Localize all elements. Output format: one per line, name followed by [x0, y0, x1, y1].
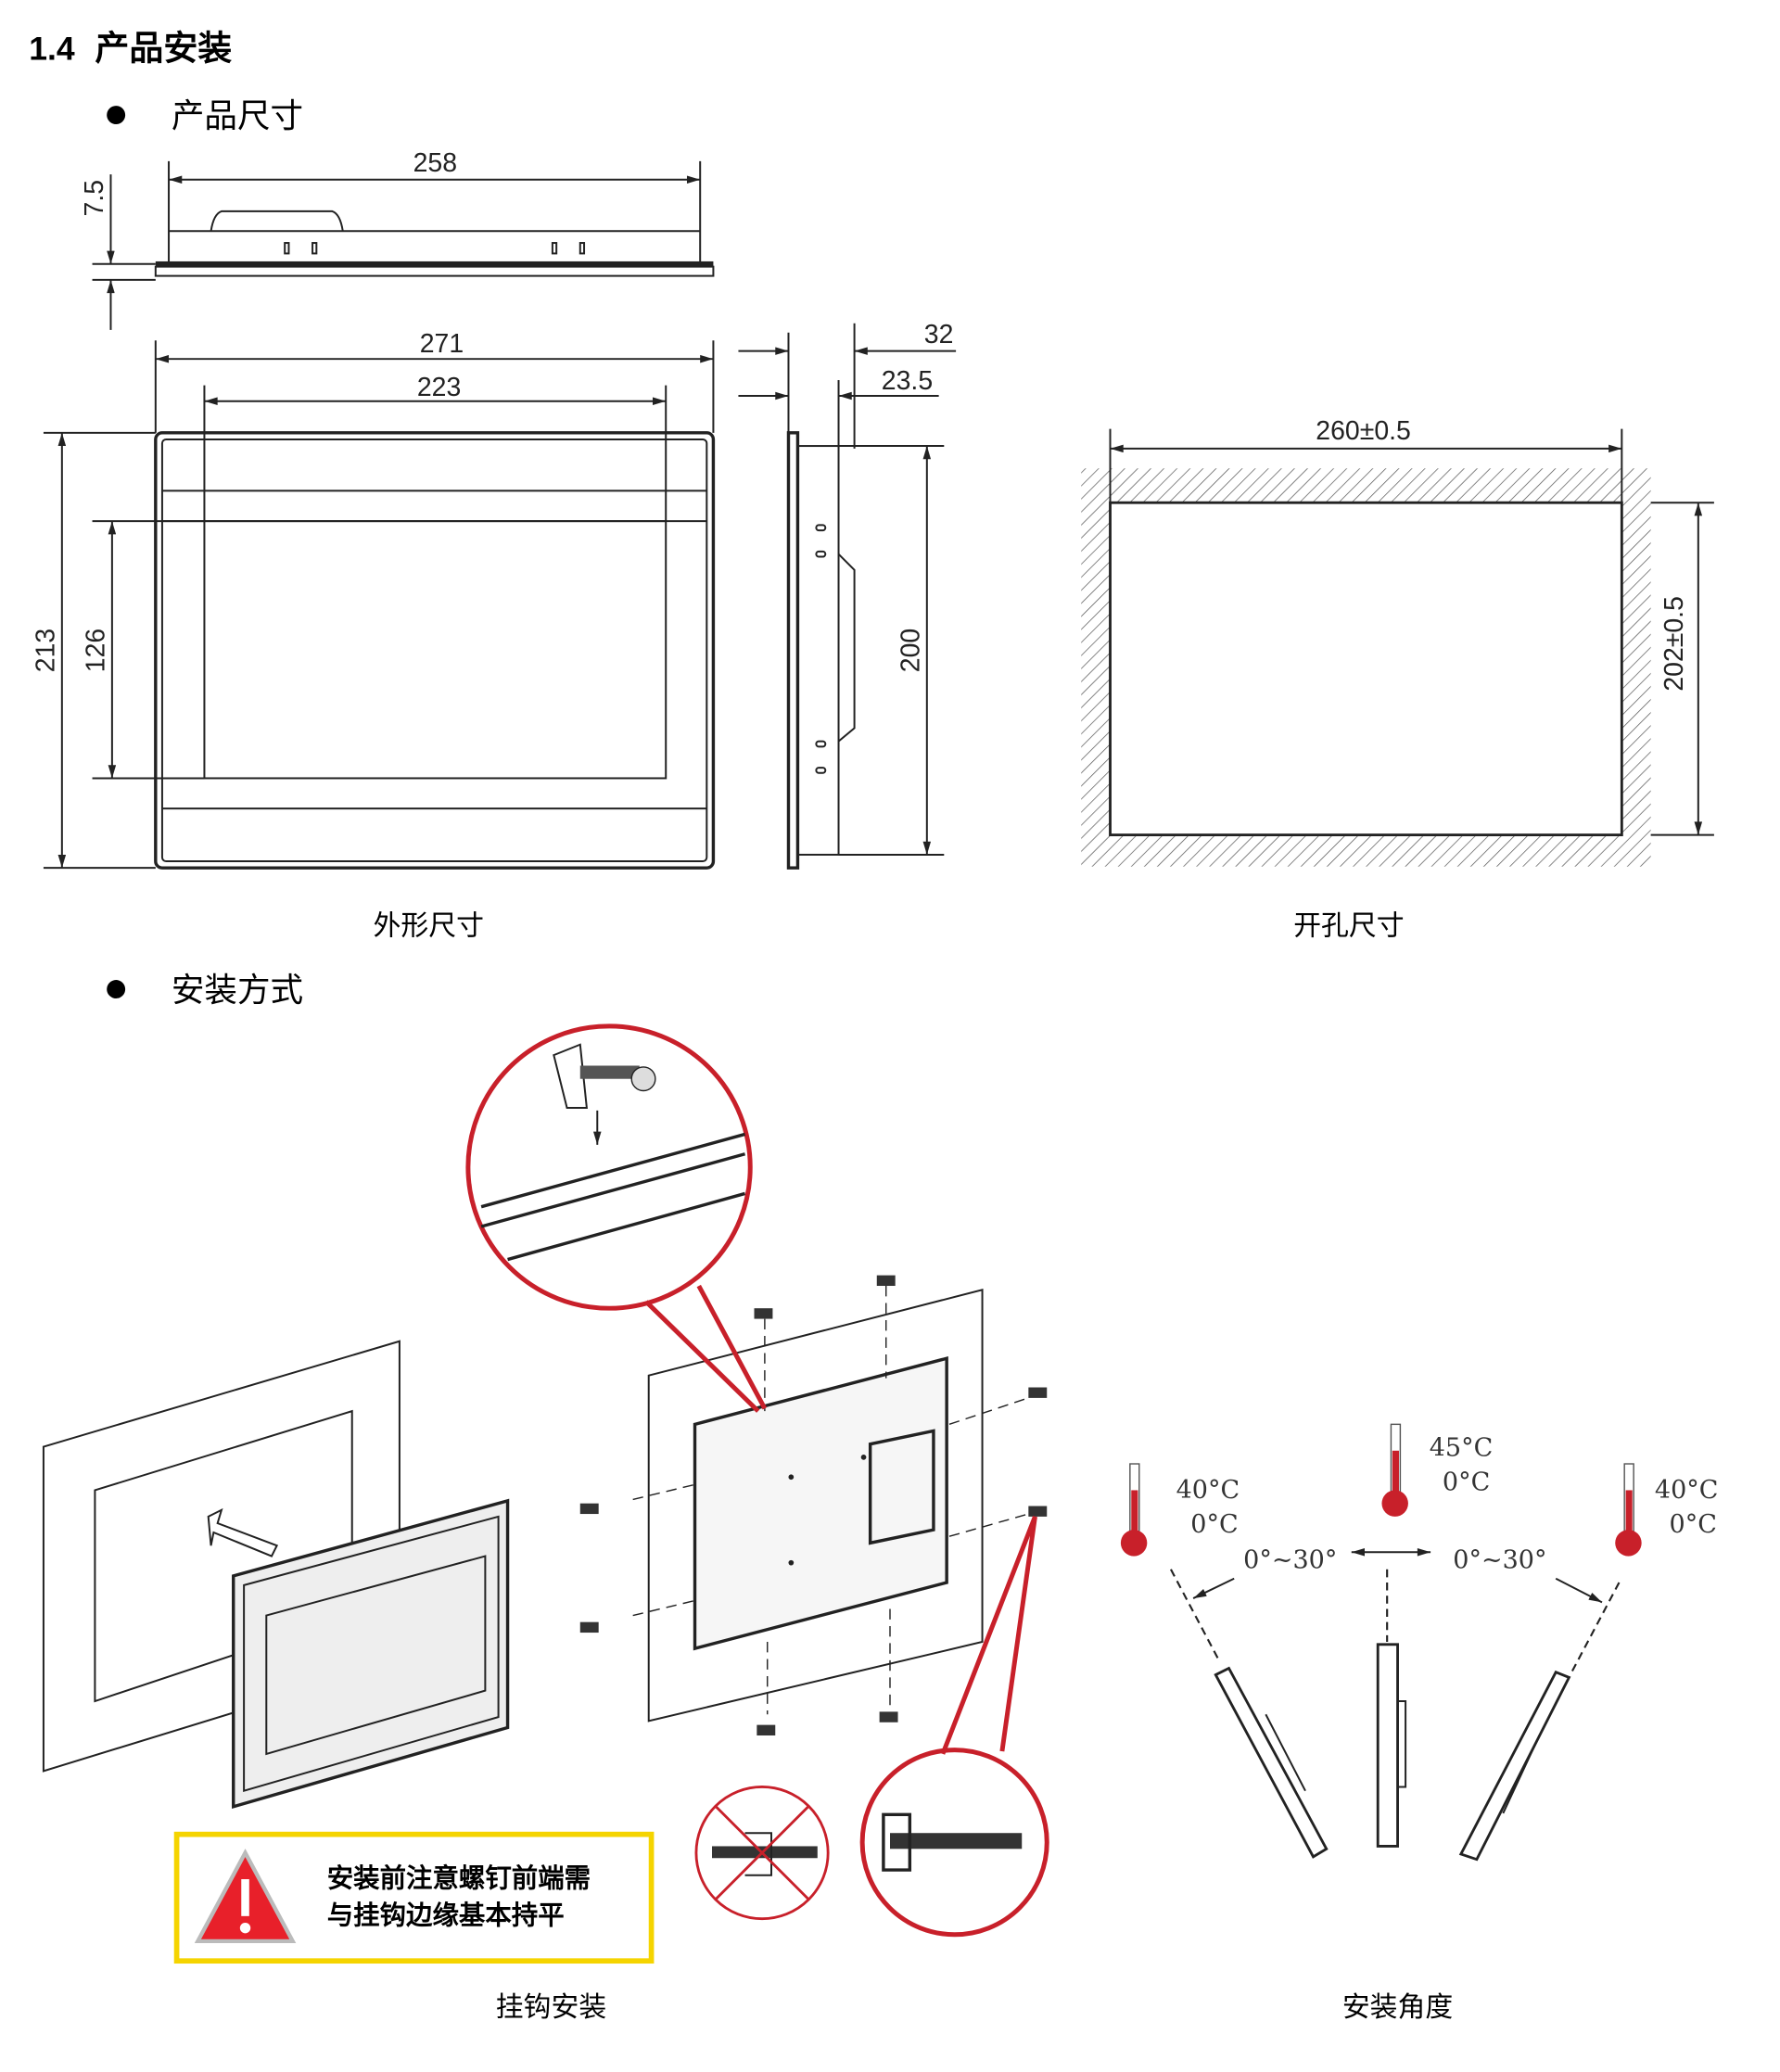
left-min-temp: 0°C: [1190, 1510, 1238, 1539]
right-min-temp: 0°C: [1670, 1510, 1717, 1539]
caption-hook-install: 挂钩安装: [496, 1991, 606, 2024]
right-max-temp: 40°C: [1655, 1476, 1719, 1505]
dim-cutout-width: 260±0.5: [1316, 416, 1411, 446]
hook-icon: [579, 1275, 1048, 1735]
bullet-installation: 安装方式: [172, 972, 303, 1010]
dim-body-height: 200: [896, 629, 925, 672]
dim-outer-width: 271: [420, 329, 464, 359]
section-number: 1.4: [29, 30, 75, 67]
dim-top-width: 258: [413, 148, 457, 178]
caption-cutout: 开孔尺寸: [1293, 910, 1404, 943]
left-max-temp: 40°C: [1176, 1476, 1240, 1505]
thermometer-icon: [1120, 1463, 1148, 1557]
front-view-drawing: 271 223 213 126: [31, 329, 716, 870]
bullet-icon: [107, 106, 126, 125]
cutout-drawing: 260±0.5 202±0.5: [1081, 416, 1714, 867]
bullet-dimensions: 产品尺寸: [172, 97, 303, 135]
bullet-icon: [107, 980, 126, 998]
dim-screen-height: 126: [81, 629, 110, 672]
center-max-temp: 45°C: [1430, 1433, 1494, 1462]
dim-thickness: 7.5: [80, 180, 109, 217]
center-min-temp: 0°C: [1443, 1468, 1490, 1496]
section-title: 产品安装: [95, 27, 232, 68]
top-view-drawing: 258 7.5: [80, 148, 715, 330]
warning-line-1: 安装前注意螺钉前端需: [327, 1862, 591, 1894]
install-angle-illustration: 40°C 0°C 45°C 0°C 40°C 0°C 0°~30° 0°~30°: [1120, 1423, 1719, 1862]
correct-screw-icon: [859, 1748, 1049, 1938]
left-angle-range: 0°~30°: [1243, 1545, 1337, 1574]
side-view-drawing: 32 23.5 200: [738, 320, 957, 870]
caption-install-angle: 安装角度: [1342, 1991, 1453, 2024]
thermometer-icon: [1615, 1463, 1642, 1557]
hook-install-illustration: 安装前注意螺钉前端需 与挂钩边缘基本持平: [42, 1023, 1049, 1964]
thermometer-icon: [1381, 1423, 1408, 1517]
dim-depth-body: 23.5: [882, 366, 933, 396]
right-angle-range: 0°~30°: [1453, 1545, 1546, 1574]
dim-outer-height: 213: [31, 629, 60, 672]
warning-line-2: 与挂钩边缘基本持平: [327, 1899, 565, 1930]
dim-depth-total: 32: [924, 320, 954, 350]
dim-screen-width: 223: [417, 373, 461, 402]
dim-cutout-height: 202±0.5: [1659, 596, 1689, 692]
caption-outline: 外形尺寸: [374, 910, 484, 943]
